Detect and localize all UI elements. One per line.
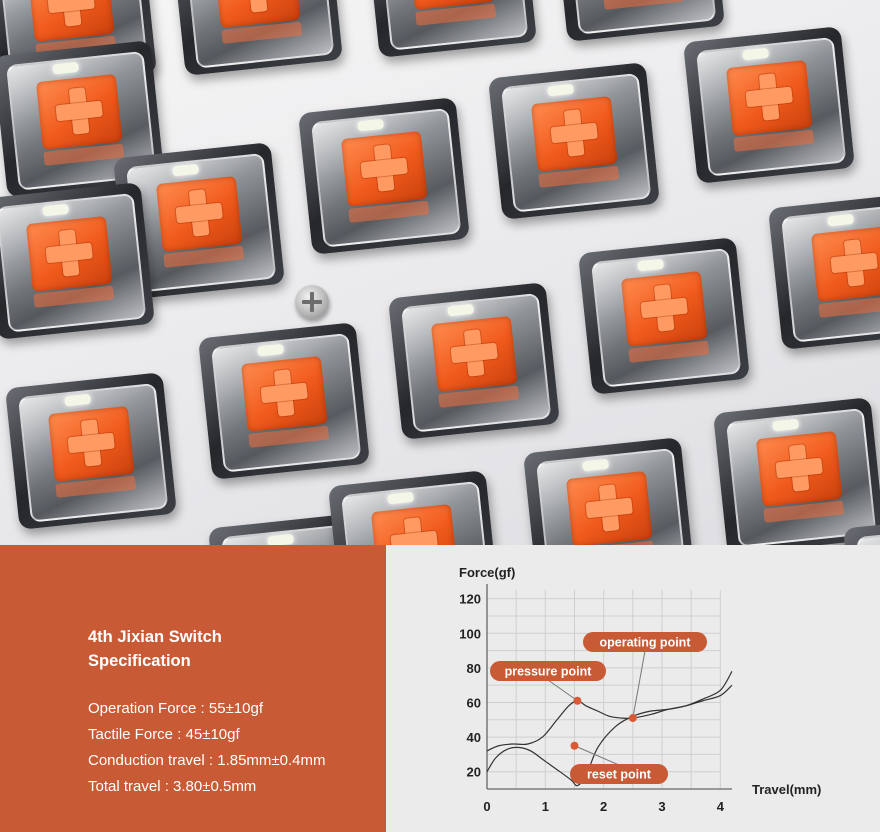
callout-point [628,714,637,723]
key-switch [0,182,155,340]
callout-leader [632,650,646,719]
spec-tactile-force: Tactile Force : 45±10gf [88,726,240,743]
switch-photo [0,0,880,545]
y-tick-label: 40 [467,730,481,745]
spec-title: 4th Jixian Switch Specification [88,625,368,673]
key-switch [553,0,725,42]
callout-point [573,696,582,705]
key-switch [365,0,537,58]
x-tick-label: 4 [717,799,725,814]
key-switch [578,237,750,395]
key-switch [328,470,500,545]
x-tick-label: 2 [600,799,607,814]
y-tick-label: 20 [467,765,481,780]
spec-panel: 4th Jixian Switch Specification Operatio… [0,545,386,832]
screw-icon [295,285,329,319]
spec-operation-force: Operation Force : 55±10gf [88,700,263,717]
y-tick-label: 60 [467,695,481,710]
y-tick-label: 120 [459,592,481,607]
callout-label: pressure point [505,665,593,679]
spec-list: Operation Force : 55±10gf Tactile Force … [88,696,326,800]
force-curve-panel: 0 1 2 3 4 20 40 60 80 100 120 operating point press… [386,545,880,832]
x-axis-label: Travel(mm) [752,782,821,797]
x-tick-label: 0 [483,799,490,814]
callout-leader [574,745,620,766]
spec-conduction-travel: Conduction travel : 1.85mm±0.4mm [88,752,326,769]
key-switch [488,62,660,220]
force-curve-2 [486,684,733,752]
callout-point [570,741,579,750]
force-travel-chart: 0 1 2 3 4 20 40 60 80 100 120 operating point press… [459,565,821,814]
spec-title-line1: 4th Jixian Switch [88,628,222,646]
y-tick-label: 80 [467,661,481,676]
key-switch [5,372,177,530]
key-switch [298,97,470,255]
key-switch [171,0,343,76]
y-axis-label: Force(gf) [459,565,515,580]
callout-label: reset point [587,768,652,782]
key-switch [683,26,855,184]
key-switch [388,282,560,440]
callout-leader [547,679,578,702]
callout-pill [570,764,668,784]
key-switch [713,397,880,545]
spec-total-travel: Total travel : 3.80±0.5mm [88,778,257,795]
callout-pill [490,661,606,681]
key-switch [768,192,880,350]
key-switch [198,322,370,480]
spec-title-line2: Specification [88,652,191,670]
callout-pill [583,632,707,652]
x-tick-label: 1 [542,799,549,814]
y-tick-label: 100 [459,626,481,641]
callout-label: operating point [600,636,692,650]
x-tick-label: 3 [658,799,665,814]
key-switch [523,437,695,545]
